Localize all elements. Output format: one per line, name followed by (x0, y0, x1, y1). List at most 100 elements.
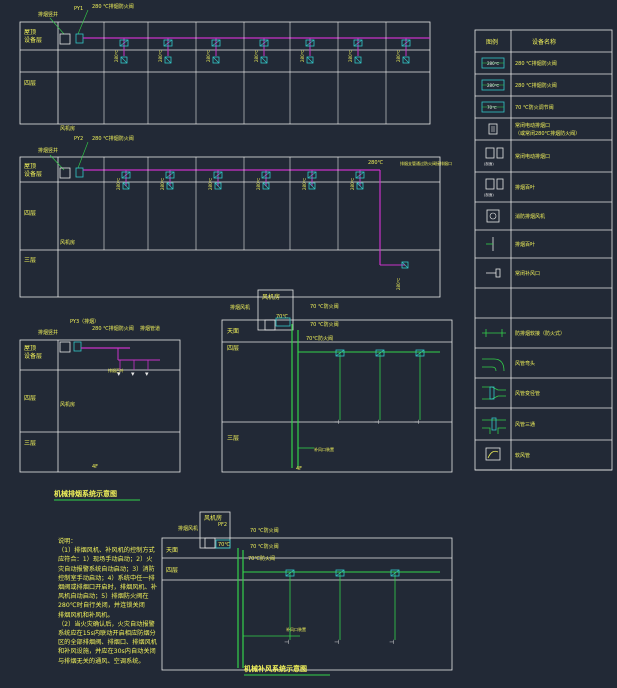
vent-mark (401, 261, 409, 269)
damper-temp: 70℃ (487, 105, 497, 110)
reducer-collar (489, 386, 495, 400)
smoke-vent-icon (306, 56, 314, 64)
smoke-vent-icon (164, 56, 172, 64)
building-section-frame (161, 537, 453, 671)
elbow-path (482, 358, 505, 372)
floor-label: 设备层 (24, 352, 42, 360)
shaft-tag: 排烟竖井 (38, 11, 58, 18)
valve-label: 280℃ (368, 160, 384, 166)
smoke-vent-icon (402, 56, 410, 64)
smoke-vent-icon (122, 182, 130, 190)
air-inlet-icon: ⊣ (334, 639, 339, 646)
smoke-vent-icon (120, 56, 128, 64)
vent-mark (308, 182, 316, 190)
legend-item-name: （或常闭280℃排烟防火阀） (515, 130, 580, 137)
vent-mark (260, 56, 268, 64)
flex-curve (487, 450, 499, 459)
smoke-vent-icon (401, 261, 409, 269)
floor-label: 屋顶 (24, 29, 36, 36)
fan-body (486, 209, 500, 223)
note-line: 风机自动启动；5）排烟防火阀在 (58, 593, 149, 601)
floor-label: 三层 (24, 440, 36, 447)
air-inlet-icon: ⊣ (334, 419, 339, 426)
inlet-label: 补风口装置 (314, 446, 334, 452)
fire-damper-icon (401, 39, 411, 47)
valve-label: 280℃ (396, 49, 401, 62)
exhaust-fan-icon (59, 33, 71, 45)
vent-mark (356, 182, 364, 190)
floor-label: 四层 (166, 567, 178, 574)
damper-blade (259, 39, 269, 47)
vent-mark (120, 56, 128, 64)
valve-label: 280℃ (160, 177, 165, 190)
fire-damper-icon (213, 171, 223, 179)
legend-item-name: 风管三通 (515, 421, 535, 428)
damper-tag: 70 ℃防火阀 (250, 527, 279, 534)
duct-tag: 排烟管道 (140, 325, 160, 332)
vent-mark (402, 56, 410, 64)
legend-item-name: 风管变径管 (515, 390, 540, 397)
reducer-path (482, 386, 506, 400)
building-section-frame (19, 21, 431, 125)
smoke-vent-icon (356, 182, 364, 190)
damper-tag: 70 ℃防火阀 (250, 543, 279, 550)
vent-mark (166, 182, 174, 190)
system-tag: PF2 (218, 522, 227, 528)
damper-tag: 70℃防火阀 (248, 555, 275, 562)
tee-collar (491, 417, 497, 431)
damper-blade (375, 349, 385, 357)
note-line: 排烟风机和补风机。 (58, 611, 114, 619)
louver-icon: ▾ (117, 370, 121, 378)
leader-line (49, 154, 65, 171)
damper-tag: 280 ℃排烟防火阀 (92, 3, 134, 10)
section-mark: (剖面) (484, 192, 494, 197)
smoke-vent-icon (214, 182, 222, 190)
fan-tag: 排烟风机 (230, 304, 250, 311)
exhaust-fan-icon (59, 341, 71, 353)
fire-damper-icon (121, 171, 131, 179)
air-inlet-icon: ⊣ (374, 419, 379, 426)
section-mark: (剖面) (484, 161, 494, 166)
leader-line (77, 141, 89, 169)
fire-damper-icon (307, 171, 317, 179)
flex-frame (485, 447, 501, 461)
damper-blade (119, 39, 129, 47)
valve-label: 280℃ (300, 49, 305, 62)
flex-duct-icon (485, 447, 501, 461)
smoke-vent-icon (308, 182, 316, 190)
smoke-vent-icon (212, 56, 220, 64)
fan-unit-icon (486, 209, 500, 223)
vent-body (488, 123, 498, 135)
legend-header-icon: 图例 (486, 38, 498, 46)
fire-damper-280-icon: 280℃ (481, 57, 505, 69)
smoke-vent-icon (166, 182, 174, 190)
vent-body (496, 147, 504, 159)
damper-tag: 70℃防火阀 (306, 335, 333, 342)
fan-room-label: 风机房 (60, 401, 75, 408)
fire-damper-icon (211, 39, 221, 47)
floor-mark: 4F (92, 464, 98, 470)
elbow-icon (482, 358, 505, 372)
fire-damper-icon (259, 39, 269, 47)
valve-label: 280℃ (158, 49, 163, 62)
floor-label: 四层 (227, 345, 239, 352)
damper-blade (390, 569, 400, 577)
damper-blade (211, 39, 221, 47)
floor-label: 天面 (166, 547, 178, 554)
shaft-tag: 排烟竖井 (38, 147, 58, 154)
floor-label: 设备层 (24, 36, 42, 44)
floor-label: 天面 (227, 328, 239, 335)
legend-item-name: 防排烟软接（防火式） (515, 330, 565, 337)
legend-item-name: 常闭电动排烟口 (515, 153, 550, 160)
fire-damper-icon (415, 349, 425, 357)
exhaust-fan-icon (59, 167, 71, 179)
fire-damper-icon (375, 349, 385, 357)
floor-label: 设备层 (24, 170, 42, 178)
building-section-frame (221, 319, 453, 473)
leader-line (77, 9, 89, 35)
legend-header-name: 设备名称 (532, 38, 556, 46)
valve-label: 280℃ (254, 49, 259, 62)
valve-label: 280℃ (256, 177, 261, 190)
vent-body (485, 147, 495, 159)
damper-blade (285, 569, 295, 577)
